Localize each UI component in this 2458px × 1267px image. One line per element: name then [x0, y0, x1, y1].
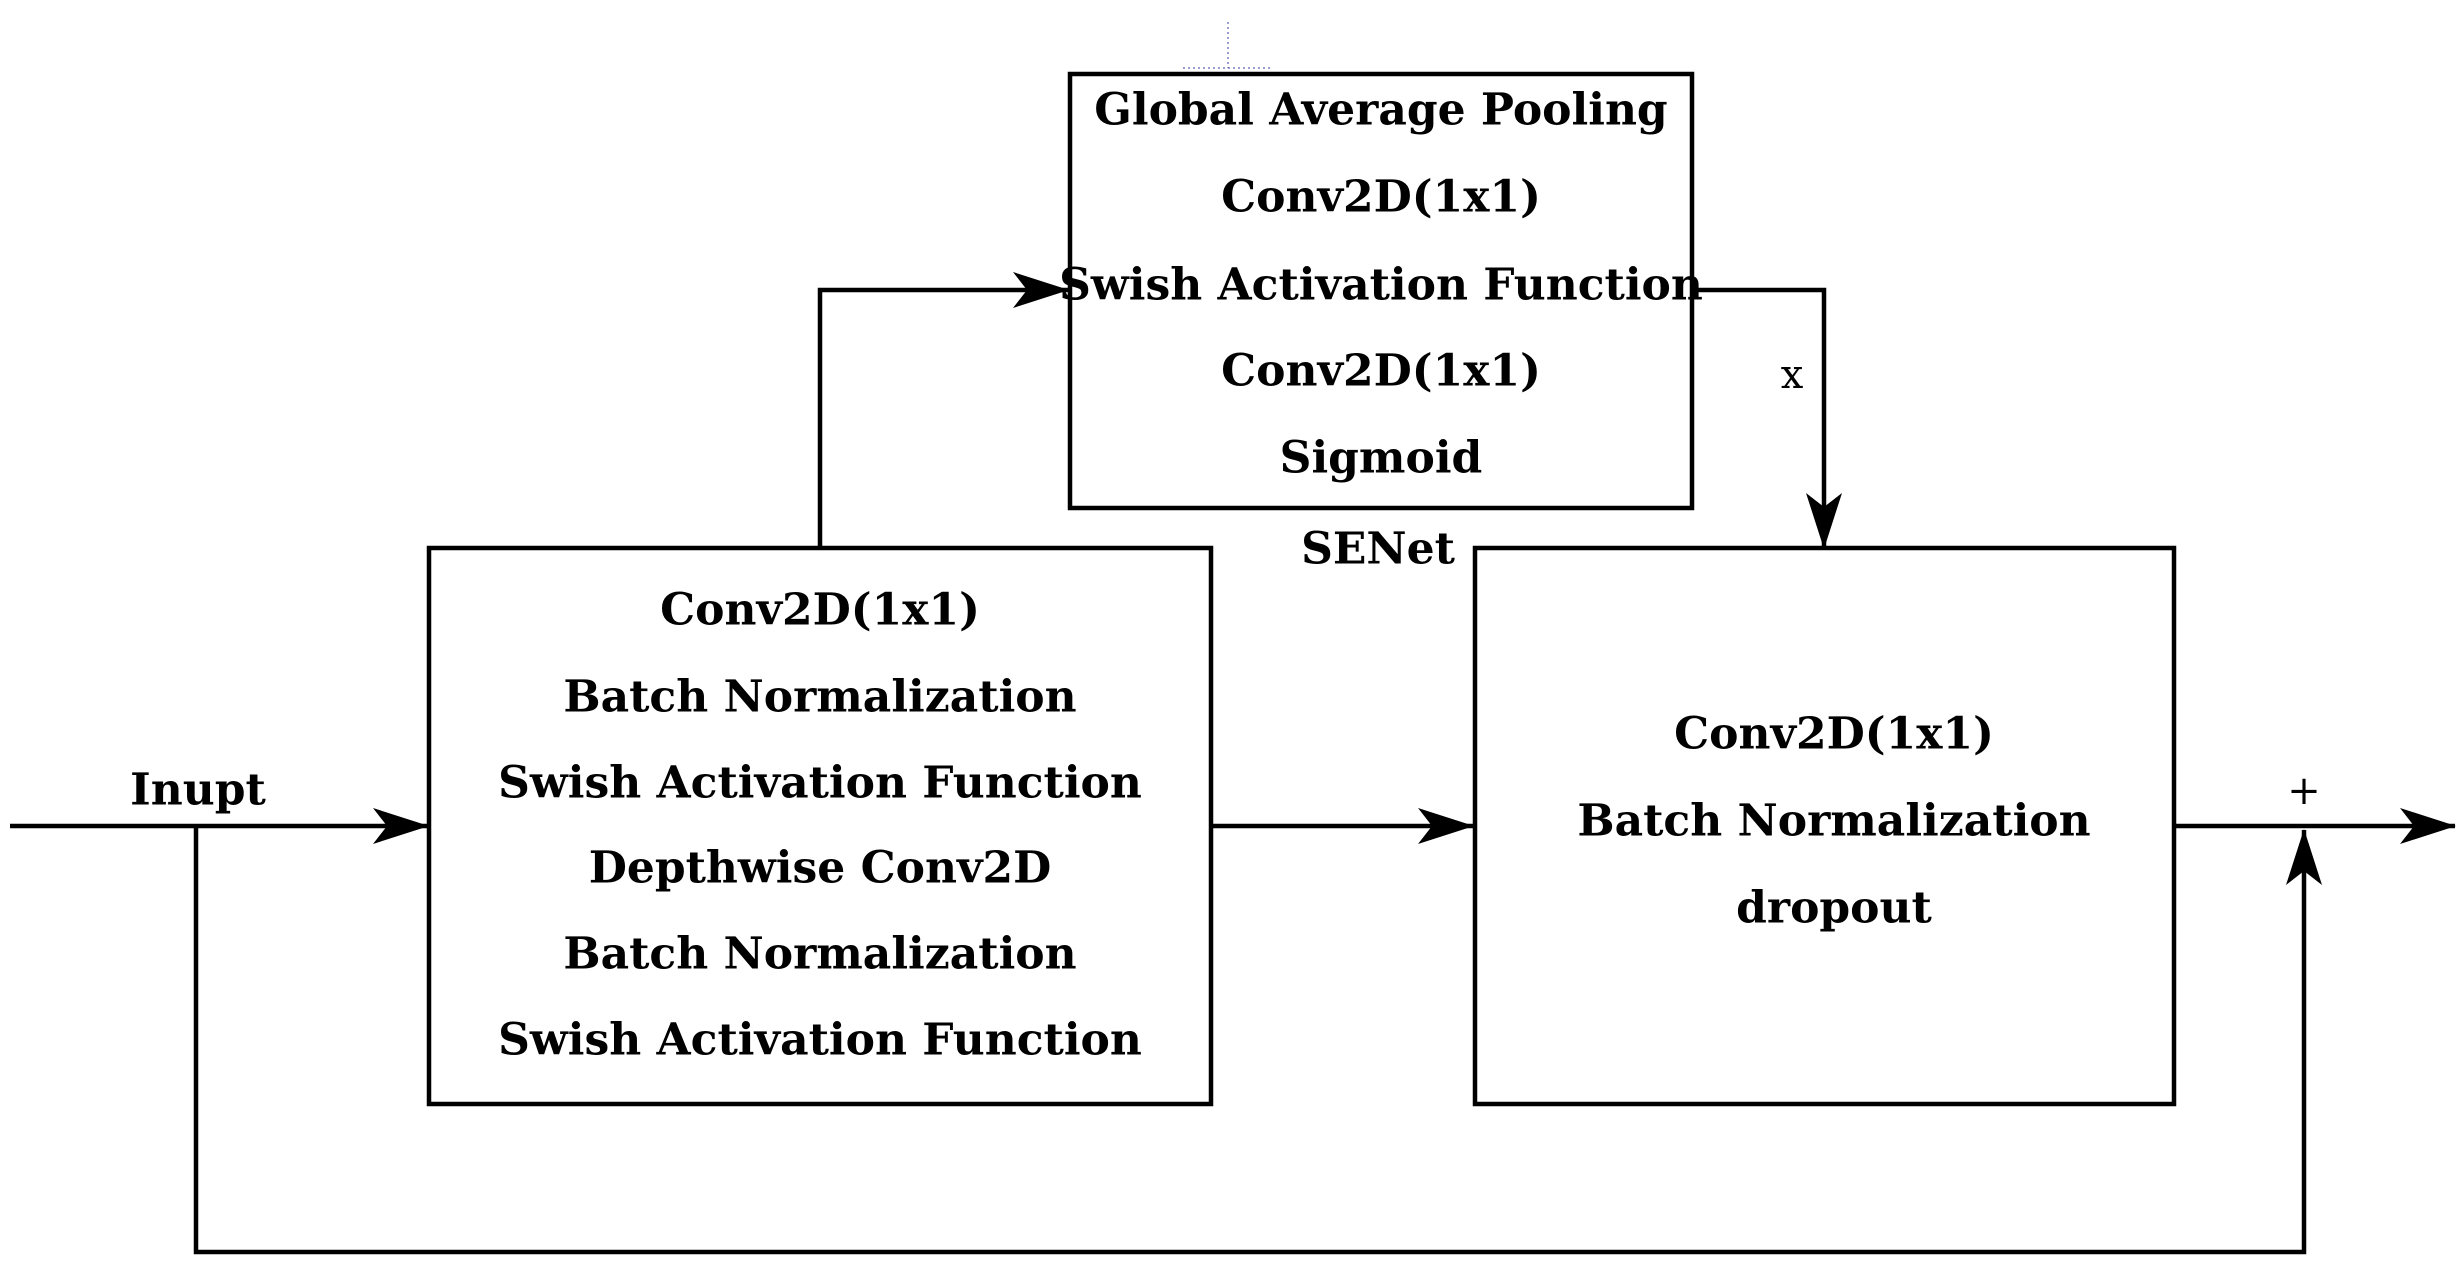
left-box [426, 545, 1214, 1107]
left-block-line: Depthwise Conv2D [589, 843, 1052, 894]
senet-to-block-arrow [1692, 287, 1842, 549]
senet-line: Swish Activation Function [1059, 260, 1703, 311]
guide-marks [1183, 22, 1272, 69]
senet-line: Global Average Pooling [1094, 85, 1667, 136]
right-block-line: Conv2D(1x1) [1674, 709, 1994, 760]
senet-line: Sigmoid [1280, 433, 1483, 484]
branch-to-senet-arrow [817, 272, 1069, 548]
right-box [1472, 545, 2177, 1107]
senet-caption: SENet [1301, 524, 1456, 575]
senet-line: Conv2D(1x1) [1221, 346, 1541, 397]
left-block-line: Conv2D(1x1) [660, 585, 980, 636]
input-label: Inupt [130, 765, 266, 816]
senet-block: Global Average Pooling Conv2D(1x1) Swish… [1059, 71, 1703, 511]
add-label: + [2287, 768, 2321, 814]
left-block-line: Swish Activation Function [498, 758, 1142, 809]
left-block-line: Batch Normalization [563, 672, 1076, 723]
senet-box [1067, 71, 1695, 511]
left-block-line: Batch Normalization [563, 929, 1076, 980]
senet-line: Conv2D(1x1) [1221, 172, 1541, 223]
projection-block: Conv2D(1x1) Batch Normalization dropout [1472, 545, 2177, 1107]
right-block-line: Batch Normalization [1577, 796, 2090, 847]
expansion-depthwise-block: Conv2D(1x1) Batch Normalization Swish Ac… [426, 545, 1214, 1107]
right-block-line: dropout [1736, 883, 1932, 934]
multiply-label: x [1781, 352, 1804, 398]
left-block-line: Swish Activation Function [498, 1015, 1142, 1066]
skip-connection [193, 826, 2322, 1255]
